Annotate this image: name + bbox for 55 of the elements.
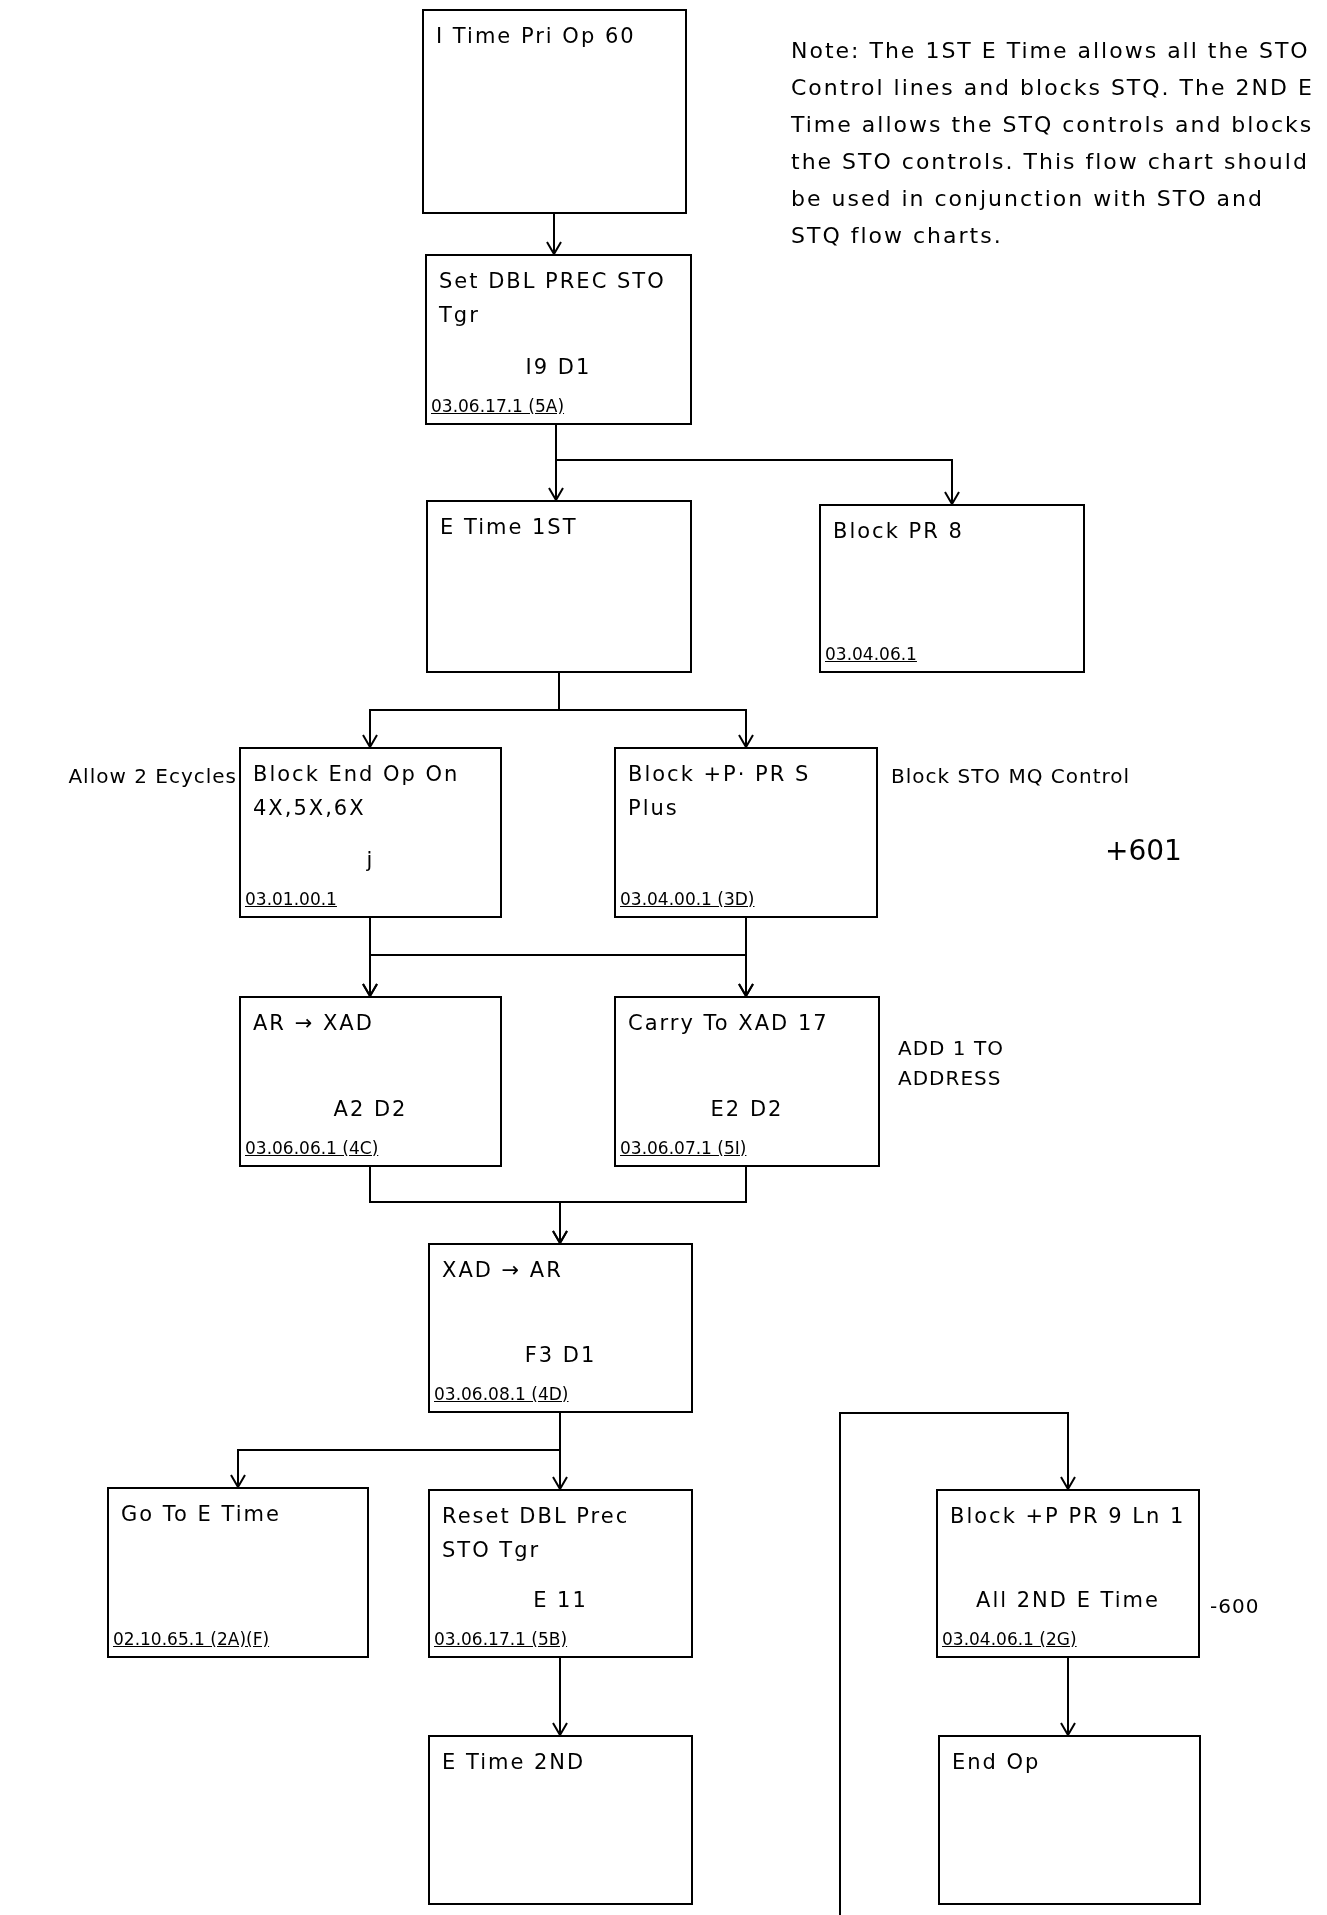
process-box [239,996,502,1167]
arrow [552,1166,747,1244]
box-heading: Go To E Time [121,1501,282,1528]
box-code: E2 D2 [709,1095,785,1123]
side-note: Block STO MQ Control [891,763,1132,790]
reference-number: 03.06.17.1 (5A) [431,394,565,418]
arrow [546,213,562,255]
reference-number: 03.04.06.1 [825,642,917,666]
process-box [938,1735,1201,1905]
box-code: I9 D1 [524,353,593,381]
box-code: j [365,846,376,874]
box-heading: Block End Op On 4X,5X,6X [253,761,461,822]
process-box [107,1487,369,1658]
process-box [428,1735,693,1905]
process-box [819,504,1085,673]
arrow [552,1657,568,1736]
note-text: Note: The 1ST E Time allows all the STO Control lines and blocks STQ. The 2ND E Time allows the STQ controls and blocks the STO controls. This flow chart should be used in conjunction with STO and STQ flow charts. [791,37,1315,250]
side-note: ADD 1 TO ADDRESS [898,1035,1005,1092]
box-heading: Carry To XAD 17 [628,1010,830,1037]
box-heading: AR → XAD [253,1010,375,1037]
handwritten-number: +601 [1105,833,1182,869]
process-box [428,1243,693,1413]
arrow [1060,1657,1076,1736]
box-code: All 2ND E Time [975,1586,1161,1614]
reference-number: 03.01.00.1 [245,887,337,911]
side-note: Allow 2 Ecycles [67,763,237,790]
arrow [738,917,754,997]
arrow [558,672,754,748]
process-box [426,500,692,673]
box-heading: E Time 1ST [440,514,579,541]
box-heading: Block PR 8 [833,518,965,545]
arrow [839,1412,1076,1915]
reference-number: 03.04.06.1 (2G) [942,1627,1077,1651]
box-heading: Block +P· PR S Plus [628,761,812,822]
box-code: F3 D1 [523,1341,598,1369]
box-heading: Set DBL PREC STO Tgr [439,268,667,329]
box-heading: Block +P PR 9 Ln 1 [950,1503,1187,1530]
box-heading: Reset DBL Prec STO Tgr [442,1503,631,1564]
reference-number: 03.06.07.1 (5I) [620,1136,747,1160]
reference-number: 03.04.00.1 (3D) [620,887,755,911]
reference-number: 03.06.17.1 (5B) [434,1627,568,1651]
box-code: E 11 [532,1586,589,1614]
process-box [425,254,692,425]
reference-number: 03.06.08.1 (4D) [434,1382,569,1406]
box-heading: E Time 2ND [442,1749,587,1776]
box-code: A2 D2 [332,1095,409,1123]
reference-number: 02.10.65.1 (2A)(F) [113,1627,270,1651]
box-heading: XAD → AR [442,1257,564,1284]
reference-number: 03.06.06.1 (4C) [245,1136,379,1160]
box-heading: End Op [952,1749,1042,1776]
process-box [428,1489,693,1658]
process-box [422,9,687,214]
arrow [552,1412,568,1490]
box-heading: I Time Pri Op 60 [436,23,637,50]
side-note: -600 [1210,1593,1261,1620]
